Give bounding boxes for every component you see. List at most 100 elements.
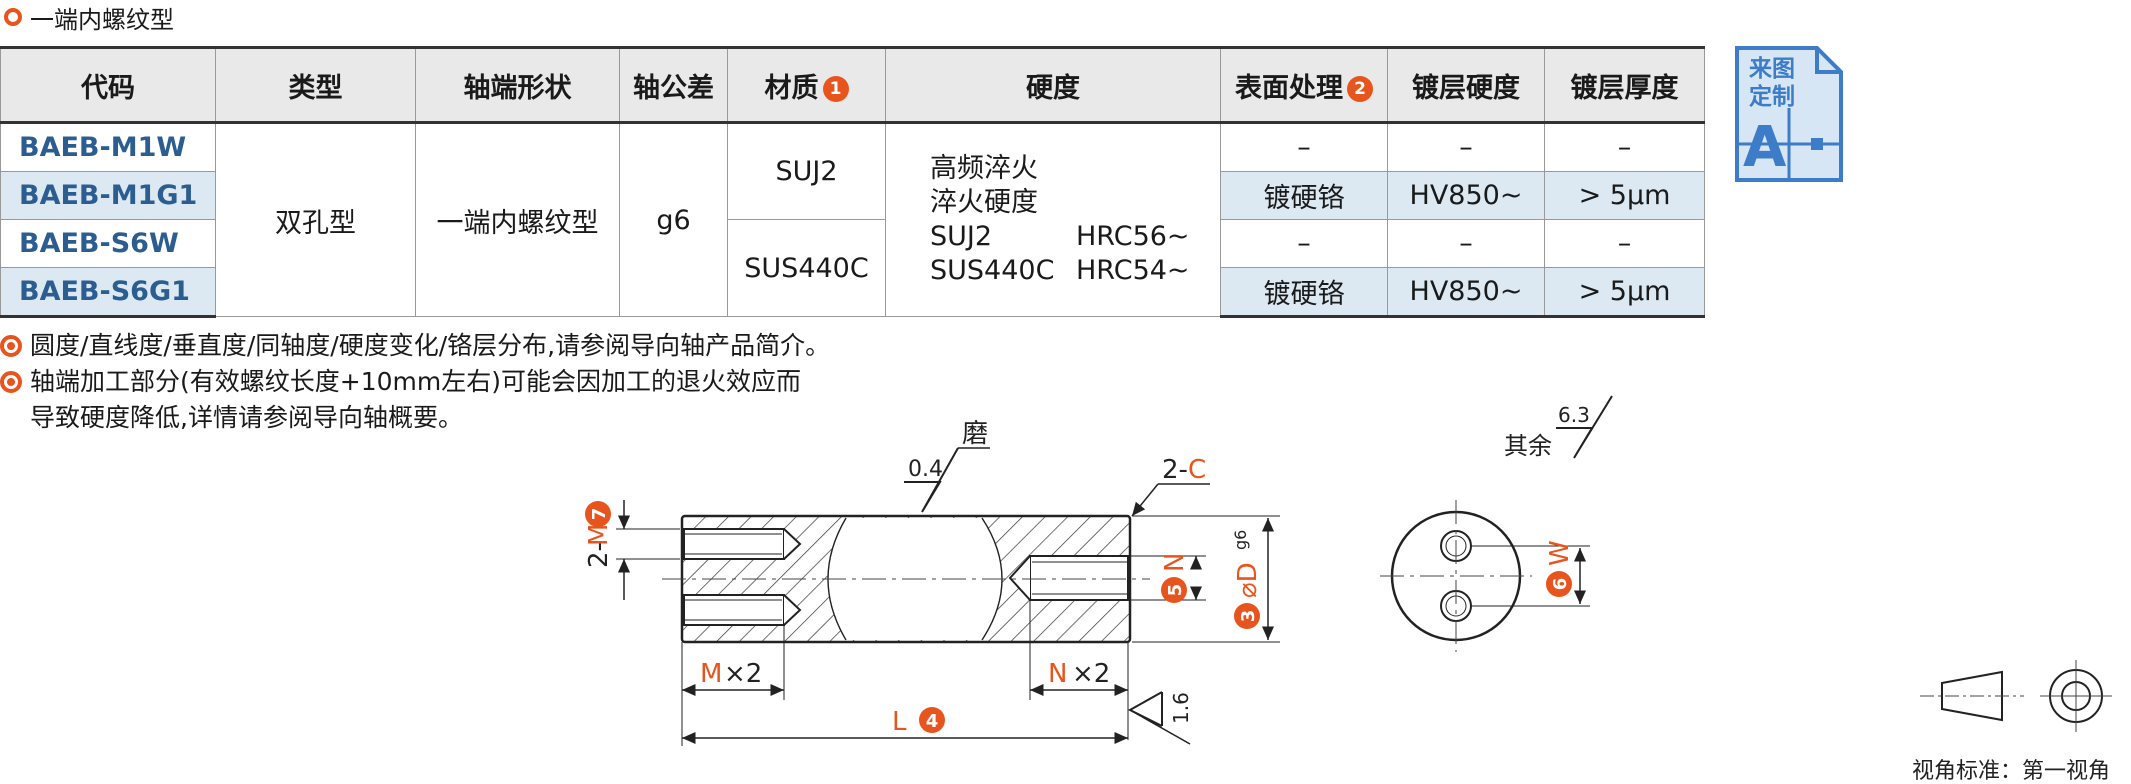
nx2-times: ×2 [1072,659,1110,689]
shaft-end-view: 6 W [1380,500,1590,652]
note-text: 轴端加工部分(有效螺纹长度+10mm左右)可能会因加工的退火效应而 [30,367,801,396]
header-hardness: 硬度 [885,46,1221,124]
bullet-icon [0,335,22,357]
m-num: 7 [589,508,610,521]
m-num-badge [585,501,611,527]
l-dimension: L 4 [681,700,1128,746]
type-cell: 双孔型 [215,122,416,317]
w-dim-label: W [1545,540,1575,566]
l-num-badge [919,707,945,733]
header-type: 类型 [215,46,416,124]
header-material-label: 材质 [764,72,819,104]
roughness-04: 0.4 磨 [904,419,990,513]
w-num-badge [1546,571,1572,597]
hardness-row: SUJ2 HRC56~ [930,220,1220,254]
d-num-badge [1234,603,1260,629]
mx2-dimension: M ×2 [681,625,785,700]
badge-line2: 定制 [1749,83,1795,110]
table-row: BAEB-M1G1 镀硬铬 HV850~ > 5μm [0,171,1705,220]
plating-hardness-cell: HV850~ [1387,267,1545,318]
roughness-16-value: 1.6 [1169,692,1193,724]
header-shaft-end: 轴端形状 [415,46,620,124]
shaft-end-cell: 一端内螺纹型 [415,122,620,317]
note-item: 圆度/直线度/垂直度/同轴度/硬度变化/铬层分布,请参阅导向轴产品简介。 [0,328,830,364]
plating-thickness-cell: > 5μm [1544,267,1705,318]
l-label: L [892,707,907,737]
bullet-icon [0,371,22,393]
m-dimension: 2- M 7 [584,500,680,600]
roughness-04-value: 0.4 [908,457,943,482]
header-plating-hardness: 镀层硬度 [1387,46,1545,124]
hardness-line2: 淬火硬度 [930,187,1038,218]
thread-hole-bottom [683,594,802,626]
header-surface-label: 表面处理 [1235,72,1343,104]
note-item: 轴端加工部分(有效螺纹长度+10mm左右)可能会因加工的退火效应而 [0,364,830,400]
table-row: BAEB-M1W 双孔型 一端内螺纹型 g6 SUJ2 高频淬火 淬火硬度 SU… [0,122,1705,317]
badge-square [1811,138,1823,150]
chamfer-prefix: 2- [1162,455,1188,485]
n-num: 5 [1165,584,1186,597]
others-label: 其余 [1504,432,1552,460]
chamfer-callout: 2- C [1131,455,1210,517]
plating-thickness-cell: – [1544,219,1705,268]
surface-cell: – [1220,219,1388,268]
shaft-side-view [662,514,1150,644]
thread-hole-top [683,528,802,560]
custom-drawing-badge[interactable]: 来图 定制 A [1733,44,1845,184]
badge-line1: 来图 [1749,56,1795,82]
projection-cone-icon [1941,670,2003,722]
plating-thickness-cell: – [1544,122,1705,172]
surface-cell: 镀硬铬 [1220,267,1388,318]
projection-symbol: 视角标准：第一视角 [1912,660,2112,784]
n-dimension: 5 N [1130,553,1206,603]
nx2-label: N [1048,659,1067,689]
plating-hardness-cell: – [1387,219,1545,268]
n-dim-label: N [1160,553,1190,572]
view-standard-label: 视角标准：第一视角 [1912,759,2110,784]
w-num: 6 [1550,578,1571,591]
table-row: BAEB-S6G1 镀硬铬 HV850~ > 5μm [0,267,1705,318]
notes: 圆度/直线度/垂直度/同轴度/硬度变化/铬层分布,请参阅导向轴产品简介。 轴端加… [0,328,830,436]
d-dim-label: ⌀D [1233,562,1263,598]
hardness-line1: 高频淬火 [930,153,1038,184]
l-num: 4 [926,711,939,732]
hardness-value: HRC56~ [1076,221,1190,252]
chamfer-c: C [1188,455,1206,485]
section-ring-icon [4,8,22,26]
section-title-text: 一端内螺纹型 [30,5,174,34]
surface-cell: – [1220,122,1388,172]
page-fold-icon [1815,48,1841,74]
code-cell[interactable]: BAEB-M1W [0,122,216,172]
header-plating-thickness: 镀层厚度 [1544,46,1705,124]
d-dim-tolerance: g6 [1231,530,1250,550]
roughness-16: 1.6 [1127,691,1193,745]
note-text-continued: 导致硬度降低,详情请参阅导向轴概要。 [30,403,463,432]
hardness-material: SUJ2 [930,221,993,252]
surface-badge: 2 [1347,76,1373,102]
m-dim-prefix: 2- [584,542,614,568]
roughness-63-value: 6.3 [1558,403,1590,427]
thread-hole-right [1008,555,1129,601]
material-cell: SUJ2 [727,122,886,220]
nx2-dimension: N ×2 [1029,600,1129,740]
n-num-badge [1161,577,1187,603]
material-cell: SUS440C [727,219,886,317]
grind-label: 磨 [962,419,988,449]
code-cell[interactable]: BAEB-M1G1 [0,171,216,220]
badge-letter: A [1743,115,1787,180]
material-badge: 1 [822,76,849,102]
note-text: 圆度/直线度/垂直度/同轴度/硬度变化/铬层分布,请参阅导向轴产品简介。 [30,331,831,360]
hardness-value: HRC54~ [1076,255,1190,286]
header-code: 代码 [0,46,216,124]
plating-hardness-cell: – [1387,122,1545,172]
section-title: 一端内螺纹型 [4,2,174,34]
roughness-others: 其余 6.3 [1504,395,1613,460]
code-cell[interactable]: BAEB-S6G1 [0,267,216,318]
